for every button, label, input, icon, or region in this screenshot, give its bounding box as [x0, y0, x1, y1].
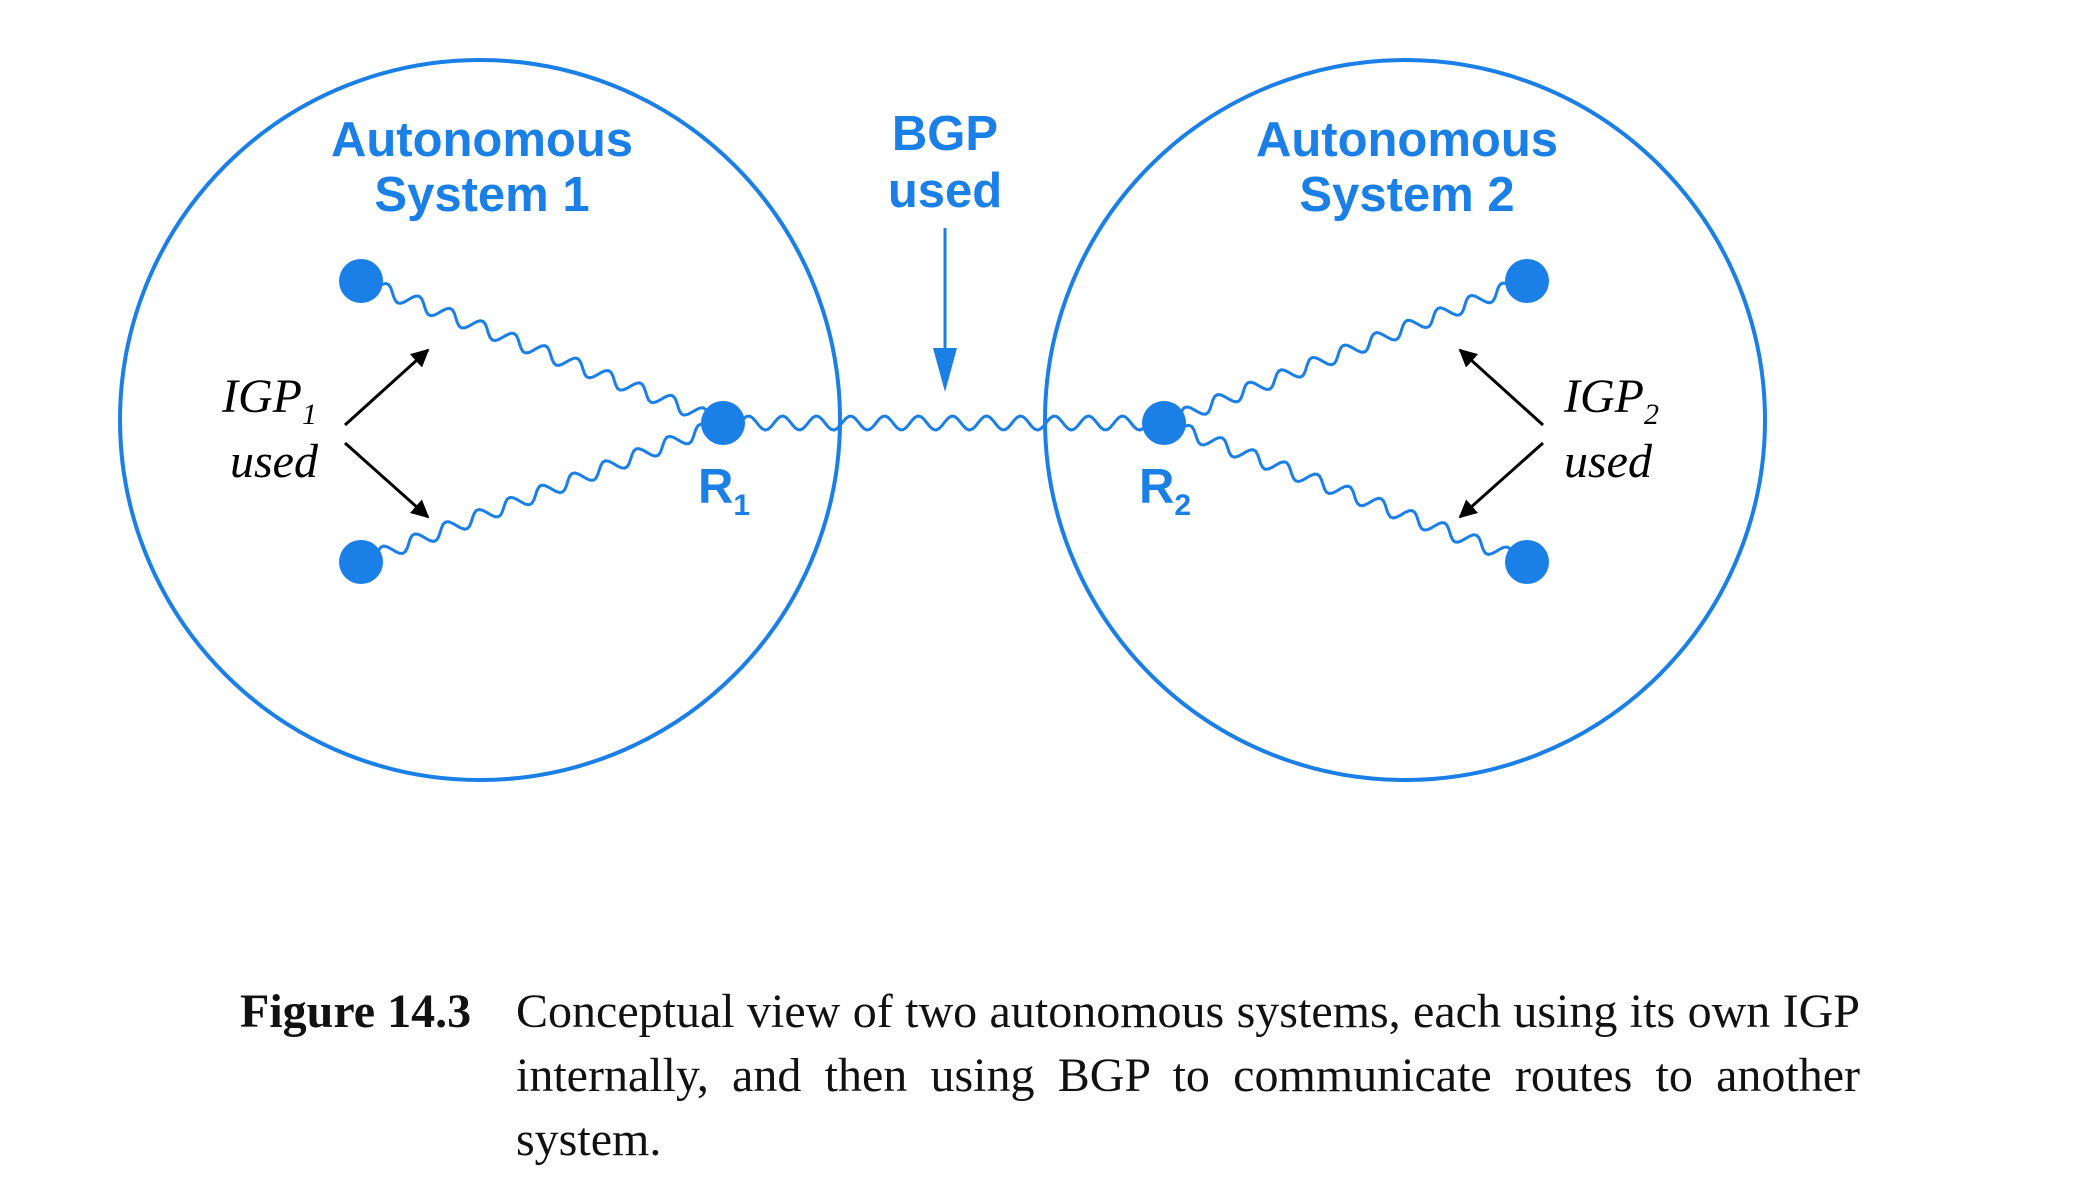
bgp-label-line2: used	[888, 164, 1002, 218]
igp1-arrow-down	[344, 441, 430, 519]
bgp-link	[721, 414, 1166, 432]
figure-caption-text: Conceptual view of two autonomous system…	[516, 985, 1860, 1166]
igp1-link-top	[359, 280, 723, 429]
as1-node-top	[339, 259, 383, 303]
igp2-used-label: used	[1564, 435, 1653, 488]
as2-title-line1: Autonomous	[1256, 113, 1558, 167]
as1-title-line2: System 1	[374, 168, 589, 222]
igp2-arrow-up	[1458, 348, 1545, 427]
wavy-links	[359, 280, 1530, 568]
igp1-label: IGP1	[221, 370, 317, 431]
as2-node-bottom	[1505, 540, 1549, 584]
as2-title-line2: System 2	[1299, 168, 1514, 222]
bgp-arrow-head	[933, 348, 957, 392]
igp2-link-top	[1163, 281, 1530, 429]
router-r1	[701, 401, 745, 445]
igp2-label: IGP2	[1563, 370, 1659, 431]
router-r2-label: R2	[1139, 460, 1191, 522]
igp1-link-bottom	[360, 422, 726, 568]
as1-title-line1: Autonomous	[331, 113, 633, 167]
as1-node-bottom	[339, 540, 383, 584]
figure-number: Figure 14.3	[240, 985, 472, 1038]
bgp-label-line1: BGP	[892, 107, 998, 161]
autonomous-system-1-boundary	[118, 58, 842, 782]
igp2-arrow-down	[1458, 441, 1544, 519]
igp1-arrow-up	[343, 348, 430, 427]
figure-caption: Figure 14.3 Conceptual view of two auton…	[240, 980, 1860, 1172]
router-r1-label: R1	[698, 460, 750, 522]
as2-node-top	[1505, 259, 1549, 303]
router-r2	[1142, 401, 1186, 445]
igp1-used-label: used	[230, 435, 319, 488]
igp2-link-bottom	[1162, 422, 1527, 568]
autonomous-system-2-boundary	[1043, 58, 1767, 782]
